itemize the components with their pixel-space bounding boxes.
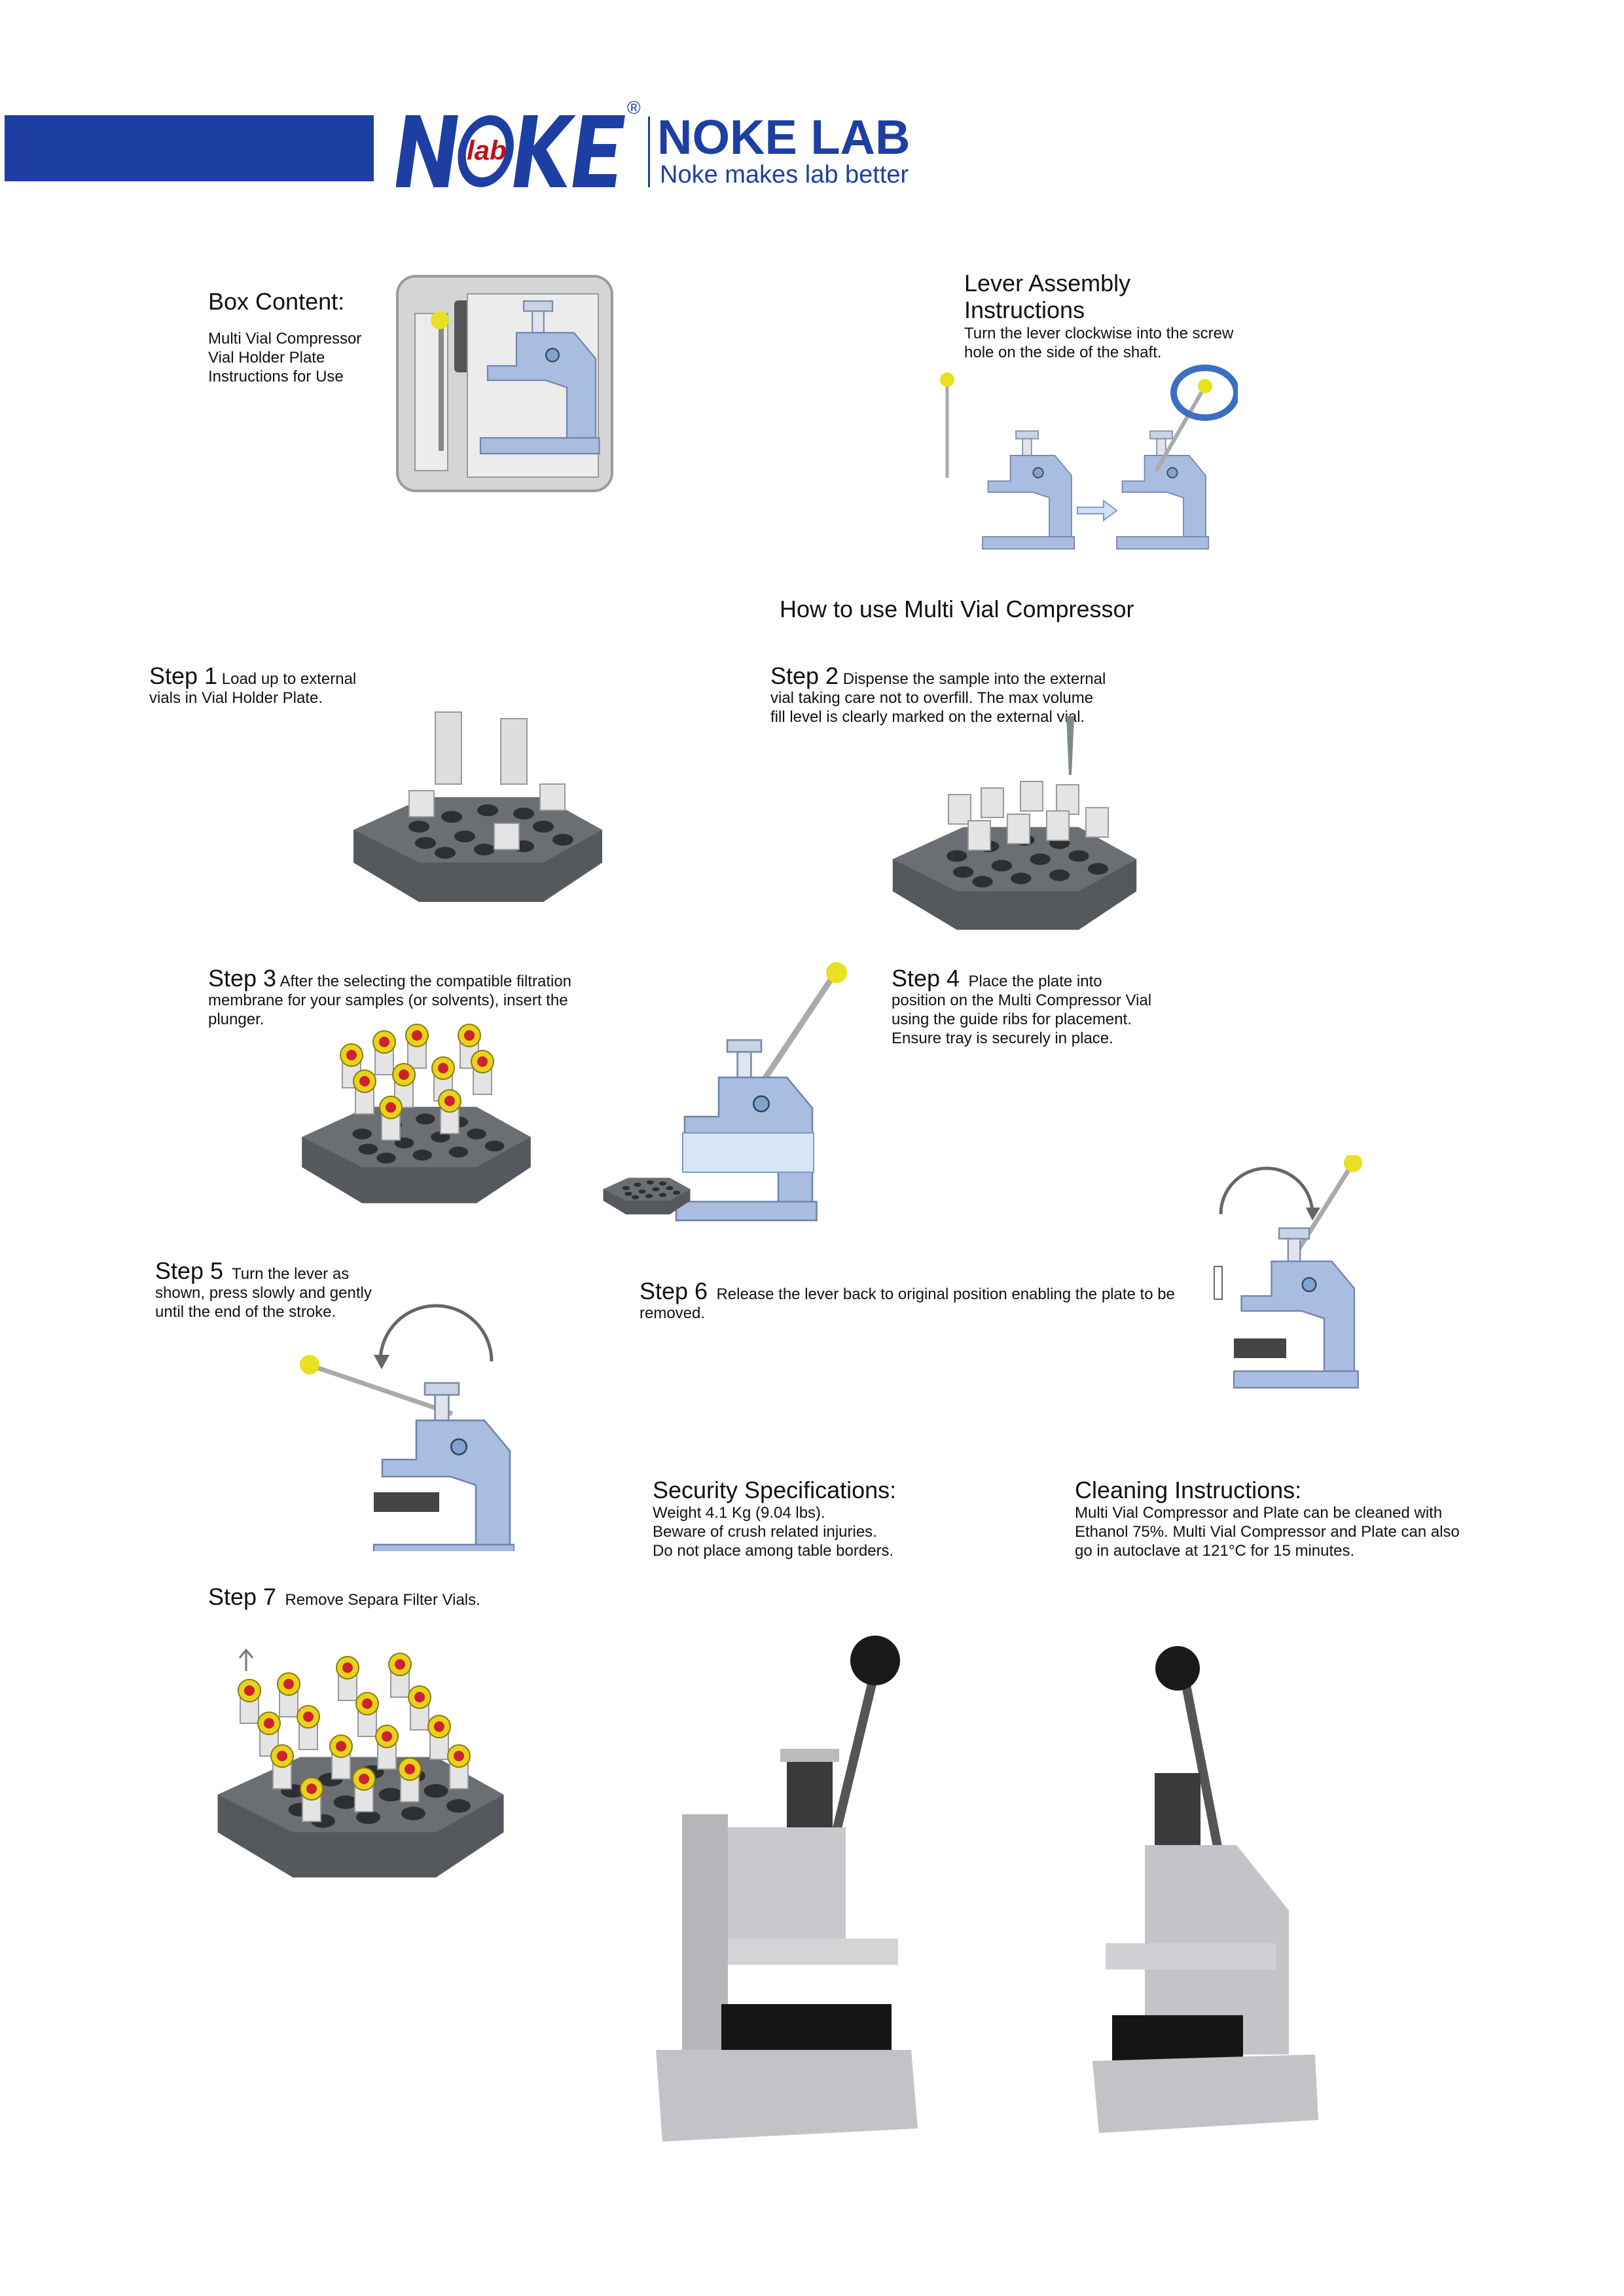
box-content-title: Box Content: (208, 288, 345, 315)
header-blue-bar (5, 115, 374, 181)
step-text: position on the Multi Compressor Vial (892, 992, 1152, 1009)
step-text: membrane for your samples (or solvents),… (208, 992, 568, 1009)
step-label: Step 7 (208, 1583, 277, 1610)
logo-lab: lab (467, 135, 507, 166)
step-3: Step 3 After the selecting the compatibl… (208, 967, 572, 1029)
step-text: Release the lever back to original posit… (716, 1285, 1175, 1303)
step-1-image (344, 706, 619, 928)
how-to-title: How to use Multi Vial Compressor (780, 596, 1134, 622)
step-text: Remove Separa Filter Vials. (285, 1591, 480, 1609)
step-label: Step 4 (892, 965, 960, 992)
box-item: Vial Holder Plate (208, 349, 325, 367)
step-2: Step 2 Dispense the sample into the exte… (770, 664, 1106, 726)
step-text: vial taking care not to overfill. The ma… (770, 689, 1094, 707)
lever-title: Lever Assembly (964, 270, 1131, 296)
step-5-image (295, 1296, 514, 1551)
step-2-image (883, 716, 1151, 945)
step-4: Step 4 Place the plate into position on … (892, 967, 1152, 1048)
step-text: vials in Vial Holder Plate. (149, 689, 323, 707)
step-label: Step 6 (640, 1278, 708, 1304)
registered-mark: ® (627, 98, 641, 118)
product-photo-front (649, 1631, 924, 2148)
security-line: Weight 4.1 Kg (9.04 lbs). (653, 1504, 825, 1522)
lever-title: Instructions (964, 296, 1085, 324)
security-line: Beware of crush related injuries. (653, 1523, 877, 1541)
box-item: Multi Vial Compressor (208, 330, 362, 348)
step-text: plunger. (208, 1011, 264, 1028)
step-text: shown, press slowly and gently (155, 1284, 372, 1302)
noke-logo-letters (396, 115, 625, 187)
cleaning-line: Multi Vial Compressor and Plate can be c… (1075, 1504, 1443, 1522)
step-7-image (207, 1638, 511, 1900)
step-6: Step 6 Release the lever back to origina… (640, 1280, 1175, 1323)
step-4-image (598, 960, 856, 1241)
step-text: using the guide ribs for placement. (892, 1011, 1132, 1028)
step-text: removed. (640, 1304, 706, 1322)
step-label: Step 2 (770, 662, 839, 689)
box-content: Box Content: Multi Vial Compressor Vial … (208, 288, 361, 386)
box-item: Instructions for Use (208, 368, 344, 386)
lever-assembly-image (930, 360, 1238, 560)
step-text: Turn the lever as (232, 1265, 350, 1283)
step-3-image (293, 1016, 535, 1232)
logo-divider (648, 117, 650, 187)
step-7: Step 7 Remove Separa Filter Vials. (208, 1585, 480, 1609)
step-text: fill level is clearly marked on the exte… (770, 708, 1085, 726)
security-specifications: Security Specifications: Weight 4.1 Kg (… (653, 1477, 896, 1560)
security-line: Do not place among table borders. (653, 1542, 894, 1560)
lever-text: hole on the side of the shaft. (964, 343, 1162, 361)
product-photo-side (1092, 1636, 1331, 2136)
brand-name: NOKE LAB (657, 110, 911, 164)
step-label: Step 1 (149, 662, 218, 689)
step-text: until the end of the stroke. (155, 1303, 336, 1321)
step-text: Load up to external (221, 670, 357, 688)
cleaning-line: Ethanol 75%. Multi Vial Compressor and P… (1075, 1523, 1460, 1541)
step-text: After the selecting the compatible filtr… (280, 973, 572, 990)
step-text: Ensure tray is securely in place. (892, 1030, 1113, 1047)
noke-logo: lab (396, 110, 625, 192)
cleaning-title: Cleaning Instructions: (1075, 1477, 1302, 1503)
step-label: Step 5 (155, 1257, 224, 1284)
cleaning-line: go in autoclave at 121°C for 15 minutes. (1075, 1542, 1355, 1560)
step-text: Place the plate into (968, 973, 1102, 990)
step-1: Step 1 Load up to external vials in Vial… (149, 664, 357, 708)
step-6-image (1208, 1155, 1368, 1404)
lever-assembly: Lever Assembly Instructions Turn the lev… (964, 270, 1233, 362)
cleaning-instructions: Cleaning Instructions: Multi Vial Compre… (1075, 1477, 1460, 1560)
brand-tagline: Noke makes lab better (660, 161, 909, 188)
step-text: Dispense the sample into the external (842, 670, 1106, 688)
step-5: Step 5 Turn the lever as shown, press sl… (155, 1259, 372, 1321)
step-label: Step 3 (208, 965, 277, 992)
lever-text: Turn the lever clockwise into the screw (964, 324, 1234, 342)
security-title: Security Specifications: (653, 1477, 897, 1503)
box-content-image (395, 274, 614, 493)
